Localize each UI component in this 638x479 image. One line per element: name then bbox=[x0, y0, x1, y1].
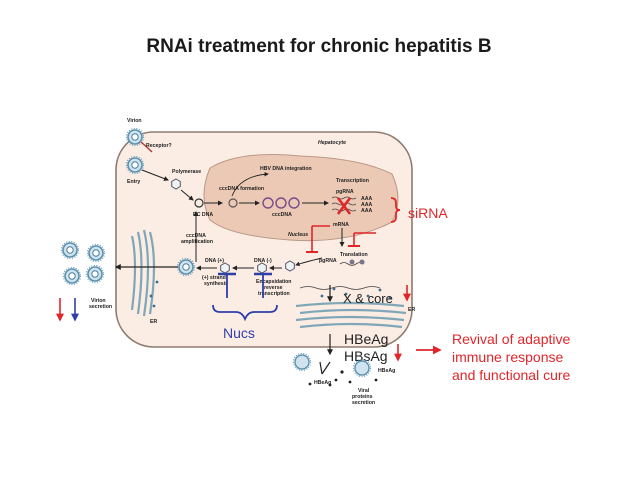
translation-label: Translation bbox=[340, 252, 368, 258]
plus-strand-synthesis-label: (+) strand bbox=[202, 275, 226, 281]
capsid-minus-dna-icon bbox=[257, 262, 267, 274]
mrna-label: mRNA bbox=[333, 222, 349, 228]
nucs-label: Nucs bbox=[223, 325, 255, 341]
x-core-label: X & core bbox=[343, 291, 393, 306]
er-right-label: ER bbox=[408, 307, 415, 313]
virion-secretion-label: Virion bbox=[91, 298, 106, 304]
viral-proteins-label: Viral bbox=[358, 388, 370, 394]
hbeag-mark bbox=[321, 361, 331, 375]
outcome-line-3: and functional cure bbox=[452, 367, 571, 383]
pgrna-to-capsid-arrow bbox=[295, 257, 323, 266]
rc-dna-icon bbox=[194, 198, 204, 208]
rna-strand bbox=[331, 196, 357, 200]
cccdna-ring-icon bbox=[288, 197, 300, 209]
cccdna-ring-icon bbox=[262, 197, 274, 209]
hbeag-label: HBeAg bbox=[344, 331, 388, 347]
mrna-on-er bbox=[299, 286, 381, 290]
secreted-virion-icon bbox=[85, 264, 105, 284]
polymerase-label: Polymerase bbox=[172, 169, 201, 175]
slide-title: RNAi treatment for chronic hepatitis B bbox=[146, 36, 492, 57]
capsid-polymerase-icon bbox=[171, 178, 181, 190]
capsid-pgrna-icon bbox=[285, 260, 295, 272]
cccdna-ring-icon bbox=[275, 197, 287, 209]
viral-proteins-label: proteins bbox=[352, 394, 373, 400]
er-left-label: ER bbox=[150, 319, 157, 325]
pgrna-cytoplasm-label: pgRNA bbox=[319, 258, 337, 264]
cccdna-ring-icon bbox=[228, 198, 238, 208]
dna-minus-label: DNA (-) bbox=[254, 258, 272, 264]
outcome-line-1: Revival of adaptive bbox=[452, 331, 571, 347]
sirna-block-icon bbox=[336, 197, 352, 215]
encapsidation-label: reverse bbox=[264, 285, 283, 291]
cccdna-label: cccDNA bbox=[272, 212, 292, 218]
er-right bbox=[295, 301, 407, 329]
receptor-icon bbox=[140, 141, 153, 153]
secreted-virion-icon bbox=[60, 240, 80, 260]
outcome-line-2: immune response bbox=[452, 349, 563, 365]
nucleus-label: Nucleus bbox=[288, 232, 308, 238]
entry-arrow bbox=[141, 169, 169, 181]
viral-proteins-label: secretion bbox=[352, 400, 375, 406]
ribosome-icon bbox=[349, 259, 355, 265]
nucs-brace bbox=[212, 304, 278, 322]
hbv-integration-label: HBV DNA integration bbox=[260, 166, 312, 172]
rc-dna-label: RC DNA bbox=[193, 212, 213, 218]
encapsidation-label: Encapsidation bbox=[256, 279, 291, 285]
polya-tail: AAA bbox=[361, 196, 372, 202]
subviral-particle-icon bbox=[354, 360, 370, 376]
virion-secretion-label: secretion bbox=[89, 304, 112, 310]
capsid-plus-dna-icon bbox=[220, 262, 230, 274]
secreted-virion-icon bbox=[86, 243, 106, 263]
ribosome-icon bbox=[359, 259, 365, 265]
encapsidation-label: transcription bbox=[258, 291, 290, 297]
dna-plus-label: DNA (+) bbox=[205, 258, 224, 264]
cccdna-amplification-label: amplification bbox=[181, 239, 213, 245]
integration-arrow bbox=[231, 172, 269, 197]
entry-label: Entry bbox=[127, 179, 140, 185]
cccdna-formation-label: cccDNA formation bbox=[219, 186, 264, 192]
hbsag-small-label: HBsAg bbox=[378, 368, 395, 374]
sirna-label: siRNA bbox=[408, 205, 448, 221]
subviral-particle-icon bbox=[294, 354, 310, 370]
sirna-brace bbox=[390, 197, 401, 223]
uncoating-arrow bbox=[180, 189, 194, 201]
virion-label: Virion bbox=[127, 118, 142, 124]
hepatocyte-label: Hepatocyte bbox=[318, 140, 346, 146]
polya-tail: AAA bbox=[361, 202, 372, 208]
rna-strand bbox=[331, 208, 357, 212]
plus-strand-synthesis-label: synthesis bbox=[204, 281, 228, 287]
polya-tail: AAA bbox=[361, 208, 372, 214]
transcription-label: Transcription bbox=[336, 178, 369, 184]
receptor-label: Receptor? bbox=[146, 143, 172, 149]
secreted-virion-icon bbox=[62, 266, 82, 286]
hbsag-label: HBsAg bbox=[344, 348, 388, 364]
hbeag-mark bbox=[319, 361, 323, 375]
pgrna-label: pgRNA bbox=[336, 189, 354, 195]
hbeag-small-label: HBeAg bbox=[314, 380, 331, 386]
